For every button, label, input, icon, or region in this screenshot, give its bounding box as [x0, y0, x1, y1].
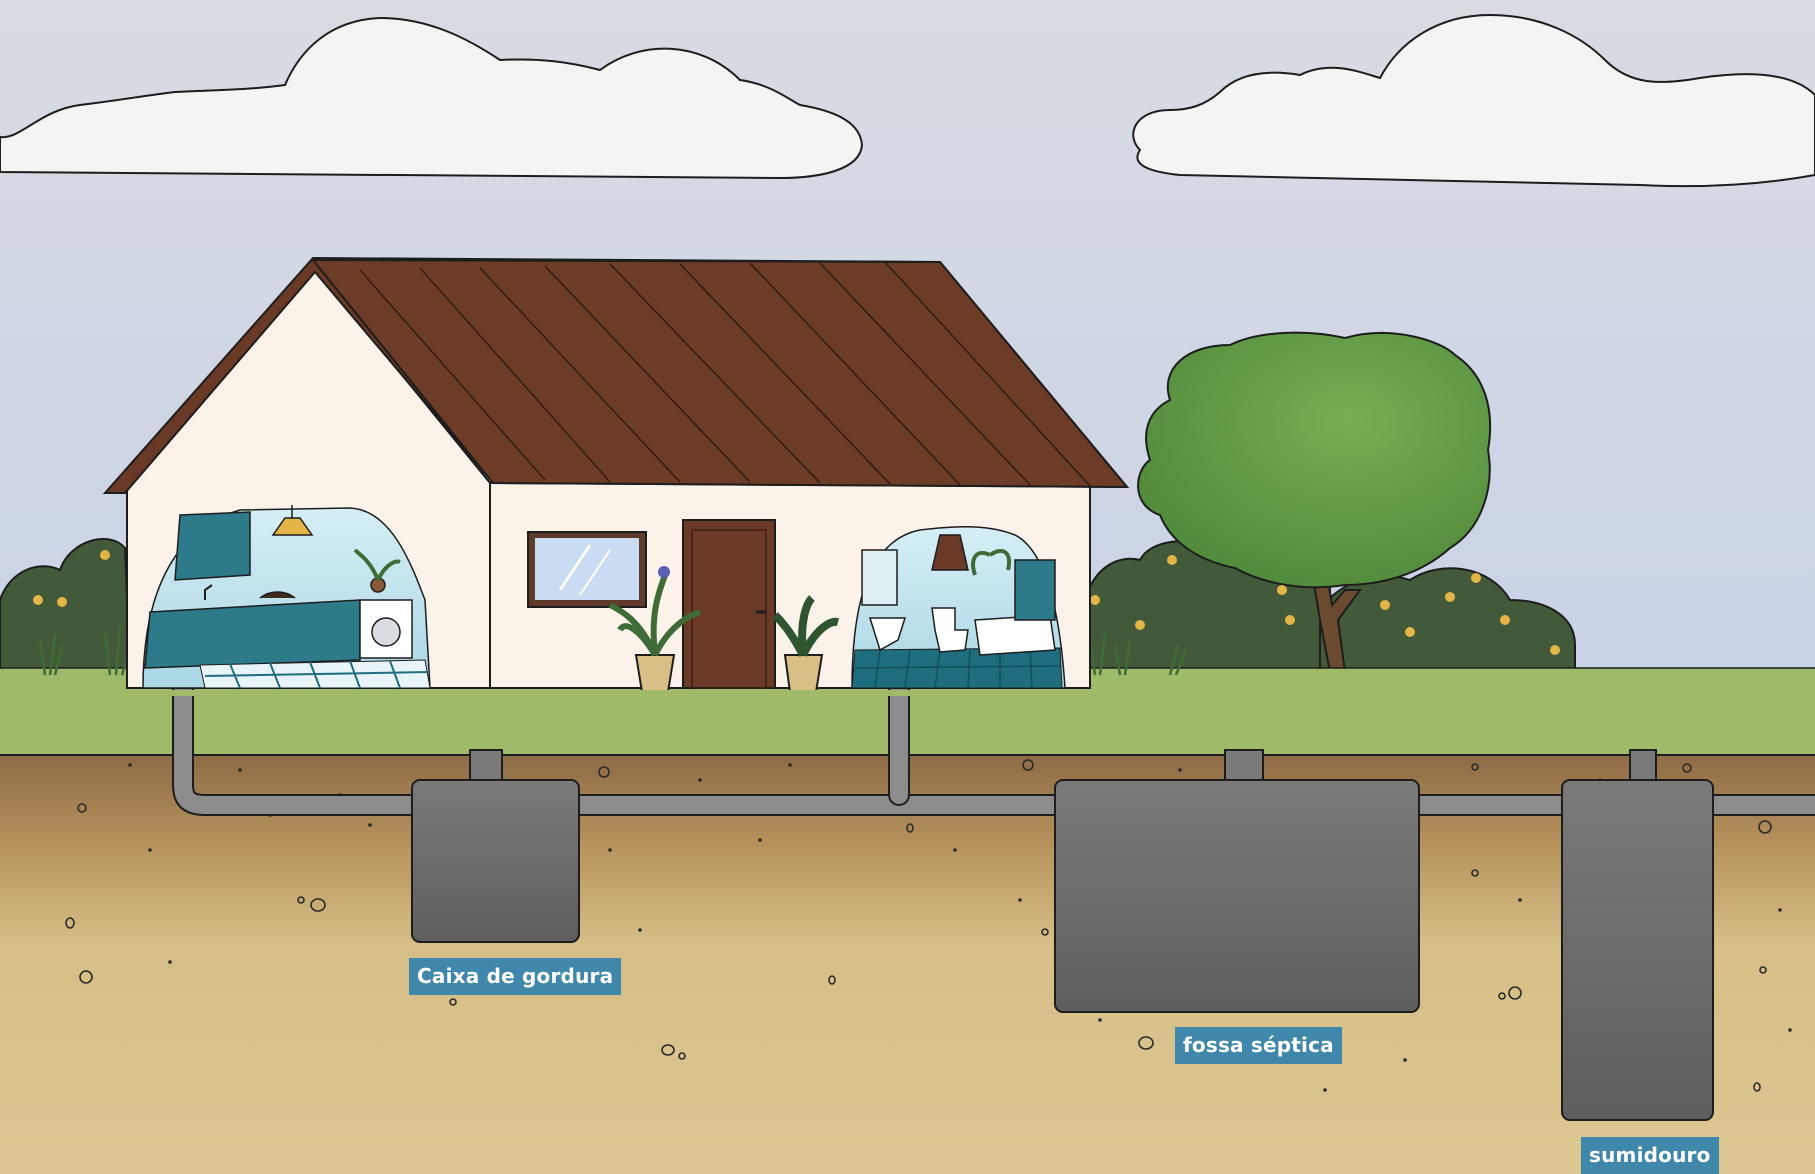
label-septic-tank: fossa séptica: [1175, 1027, 1342, 1064]
label-grease-trap: Caixa de gordura: [409, 958, 621, 995]
house-door: [683, 520, 775, 688]
kitchen-cutaway: [143, 505, 430, 688]
septic-tank: [1055, 750, 1419, 1012]
label-soakaway: sumidouro: [1581, 1137, 1719, 1174]
soakaway-tank: [1562, 750, 1713, 1120]
soil: [0, 755, 1815, 1174]
house: [105, 258, 1127, 692]
bathroom-cutaway: [852, 527, 1065, 688]
